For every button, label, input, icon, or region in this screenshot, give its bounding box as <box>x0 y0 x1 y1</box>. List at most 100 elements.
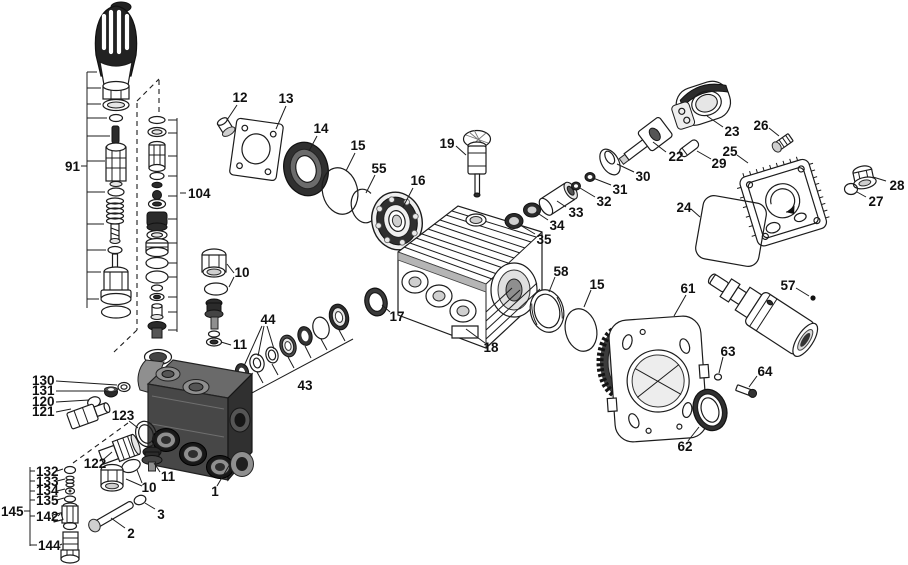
callout-58: 58 <box>553 264 569 279</box>
part-10a-cap-and-oring <box>201 248 229 296</box>
callout-27: 27 <box>868 194 883 209</box>
part-131-bushing <box>104 386 118 398</box>
part-28-plug <box>852 165 877 190</box>
callout-132: 132 <box>36 464 59 479</box>
callout-123: 123 <box>112 408 135 423</box>
callout-130: 130 <box>32 373 55 388</box>
part-15b-o-ring <box>564 308 598 352</box>
part-22-piston-guide <box>618 116 673 165</box>
callout-142: 142 <box>36 509 59 524</box>
part-12-bolt <box>216 117 236 137</box>
part-35-nut <box>504 213 524 229</box>
callout-61: 61 <box>680 281 696 296</box>
callout-11a: 11 <box>233 337 248 352</box>
cover-ribs <box>736 156 830 237</box>
callout-15a: 15 <box>350 138 366 153</box>
callout-29: 29 <box>711 156 726 171</box>
callout-18: 18 <box>483 340 499 355</box>
callout-12: 12 <box>232 90 247 105</box>
callout-64: 64 <box>757 364 773 379</box>
callout-55: 55 <box>371 161 387 176</box>
part-19-thermal-valve <box>462 129 492 198</box>
callout-121: 121 <box>32 404 55 419</box>
callout-1: 1 <box>211 484 219 499</box>
part-31-ring <box>584 172 596 182</box>
part-2-rod <box>88 501 134 533</box>
part-33-bushing <box>538 181 578 216</box>
callout-10b: 10 <box>141 480 156 495</box>
part-121-fitting <box>66 402 111 430</box>
part-25-bearing-cover <box>736 156 830 247</box>
callout-22: 22 <box>668 149 683 164</box>
callout-44: 44 <box>260 312 276 327</box>
callout-120: 120 <box>32 394 55 409</box>
callout-145: 145 <box>1 504 24 519</box>
callout-34: 34 <box>549 218 565 233</box>
part-18-crankcase <box>397 205 543 349</box>
bracket-145 <box>24 467 37 546</box>
part-63-o-ring <box>713 373 723 381</box>
callout-35: 35 <box>536 232 552 247</box>
leader-lines <box>55 104 887 546</box>
callout-16: 16 <box>410 173 426 188</box>
callout-10a: 10 <box>234 265 249 280</box>
callout-24: 24 <box>676 200 692 215</box>
callout-28: 28 <box>889 178 905 193</box>
part-145-chemical-injector-kit <box>51 465 80 564</box>
callout-15b: 15 <box>589 277 605 292</box>
callout-31: 31 <box>612 182 628 197</box>
part-91-unloader-assembly <box>94 1 138 319</box>
callout-43: 43 <box>297 378 313 393</box>
part-32-ring <box>571 181 581 191</box>
spring-133 <box>65 475 75 488</box>
spring-coil <box>105 197 125 225</box>
assembly-axis-dashed-lines <box>72 78 160 464</box>
callout-135: 135 <box>36 493 59 508</box>
callout-57: 57 <box>780 278 795 293</box>
part-58-sleeve-ring <box>529 289 565 333</box>
callout-133: 133 <box>36 474 59 489</box>
part-57-crankshaft <box>707 273 819 357</box>
callout-25: 25 <box>722 144 738 159</box>
part-1-manifold <box>137 348 254 482</box>
callout-131: 131 <box>32 383 55 398</box>
part-123-o-ring <box>135 420 157 448</box>
callout-91: 91 <box>65 159 81 174</box>
callout-144: 144 <box>38 538 61 553</box>
callout-19: 19 <box>439 136 454 151</box>
callout-13: 13 <box>278 91 294 106</box>
part-64-pin <box>735 384 758 398</box>
callout-33: 33 <box>568 205 584 220</box>
part-15-o-ring <box>321 167 359 215</box>
part-29-pin <box>679 139 700 158</box>
part-61-flange-gear <box>596 315 710 443</box>
callout-3: 3 <box>157 507 165 522</box>
callout-63: 63 <box>720 344 736 359</box>
callout-26: 26 <box>753 118 769 133</box>
part-11b-valve <box>141 446 163 472</box>
part-27-o-ring <box>843 182 859 196</box>
part-10b-cap-and-oring <box>100 458 141 492</box>
part-24-gasket <box>695 195 767 267</box>
callout-labels: 91 104 12 13 14 15 55 16 19 30 31 32 33 … <box>1 90 905 553</box>
callout-11b: 11 <box>161 469 176 484</box>
callout-2: 2 <box>127 526 135 541</box>
bracket-104 <box>168 118 186 332</box>
callout-30: 30 <box>635 169 650 184</box>
callout-17: 17 <box>389 309 404 324</box>
cooling-fins-top <box>403 210 537 280</box>
bracket-91 <box>81 71 110 308</box>
part-34-nut <box>523 202 541 218</box>
part-17-oil-seal <box>364 287 388 317</box>
cooling-fins-side <box>485 282 541 340</box>
part-16-bearing <box>371 191 423 251</box>
part-104-valve-kit-column <box>145 115 169 339</box>
part-57-set-screw-dot <box>810 295 816 301</box>
callout-14: 14 <box>313 121 329 136</box>
part-62-shaft-seal <box>692 388 728 432</box>
part-14-grooved-seal <box>283 141 329 197</box>
part-13-flange-plate <box>229 117 284 182</box>
callout-134: 134 <box>36 483 59 498</box>
